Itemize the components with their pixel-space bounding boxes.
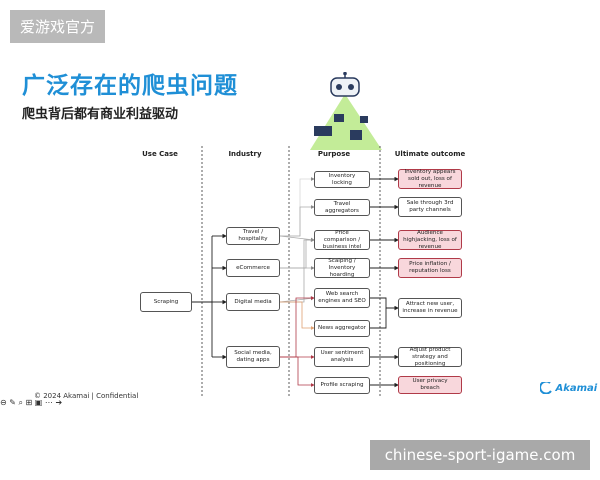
pen-icon[interactable]: ✎ (9, 398, 16, 407)
next-icon[interactable]: ➔ (55, 398, 63, 407)
column-header-use-case: Use Case (142, 150, 178, 158)
node-outcome-product-strategy: Adjust product strategy and positioning (398, 347, 462, 367)
column-dividers (201, 146, 381, 398)
akamai-logo-mark (539, 380, 552, 395)
presentation-toolbar: ⊖ ✎ ⌕ ⊞ ▣ ⋯ ➔ (0, 398, 62, 408)
slide-subtitle: 爬虫背后都有商业利益驱动 (22, 107, 179, 122)
node-purpose-news-aggregator: News aggregator (314, 320, 370, 337)
industry-to-purpose-arrows (279, 177, 315, 387)
node-industry-travel: Travel / hospitality (226, 227, 280, 245)
more-icon[interactable]: ⋯ (44, 398, 53, 407)
prev-icon[interactable]: ⊖ (0, 398, 7, 407)
watermark-bottom-right: chinese-sport-igame.com (370, 440, 590, 470)
cart-icon (334, 114, 344, 122)
column-header-outcome: Ultimate outcome (394, 150, 466, 158)
column-header-purpose: Purpose (317, 150, 351, 158)
node-outcome-inventory-sold-out: Inventory appears sold out, loss of reve… (398, 169, 462, 189)
purpose-to-outcome-arrows (370, 176, 399, 388)
column-header-industry: Industry (228, 150, 262, 158)
node-outcome-privacy-breach: User privacy breach (398, 376, 462, 394)
node-purpose-profile-scraping: Profile scraping (314, 377, 370, 394)
bag-icon (360, 116, 368, 123)
akamai-logo-text: Akamai (555, 383, 598, 394)
node-purpose-scalping: Scalping / Inventory hoarding (314, 258, 370, 278)
node-industry-social-media: Social media, dating apps (226, 346, 280, 368)
camera-icon[interactable]: ▣ (34, 398, 43, 407)
node-industry-ecommerce: eCommerce (226, 259, 280, 277)
watermark-top-left: 爱游戏官方 (10, 10, 106, 43)
grid-icon[interactable]: ⊞ (25, 398, 33, 407)
node-purpose-price-comparison: Price comparison / business intel (314, 230, 370, 250)
node-purpose-inventory-locking: Inventory locking (314, 171, 370, 188)
node-outcome-attract-users: Attract new user, increase in revenue (398, 298, 462, 318)
ticket-icon (314, 126, 332, 136)
slide-footer: © 2024 Akamai | Confidential (34, 392, 139, 400)
car-icon (350, 130, 362, 140)
node-industry-digital-media: Digital media (226, 293, 280, 311)
node-purpose-web-search: Web search engines and SEO (314, 288, 370, 308)
akamai-logo: Akamai (539, 380, 598, 395)
slide-title: 广泛存在的爬虫问题 (22, 73, 238, 99)
node-purpose-travel-aggregators: Travel aggregators (314, 199, 370, 216)
node-outcome-third-party-sale: Sale through 3rd party channels (398, 197, 462, 217)
scraping-to-industry-arrows (190, 233, 227, 360)
zoom-icon[interactable]: ⌕ (18, 398, 23, 407)
node-scraping: Scraping (140, 292, 192, 312)
node-purpose-user-sentiment: User sentiment analysis (314, 347, 370, 367)
robot-illustration (310, 72, 382, 150)
node-outcome-audience-highjacking: Audience highjacking, loss of revenue (398, 230, 462, 250)
node-outcome-price-inflation: Price inflation / reputation loss (398, 258, 462, 278)
